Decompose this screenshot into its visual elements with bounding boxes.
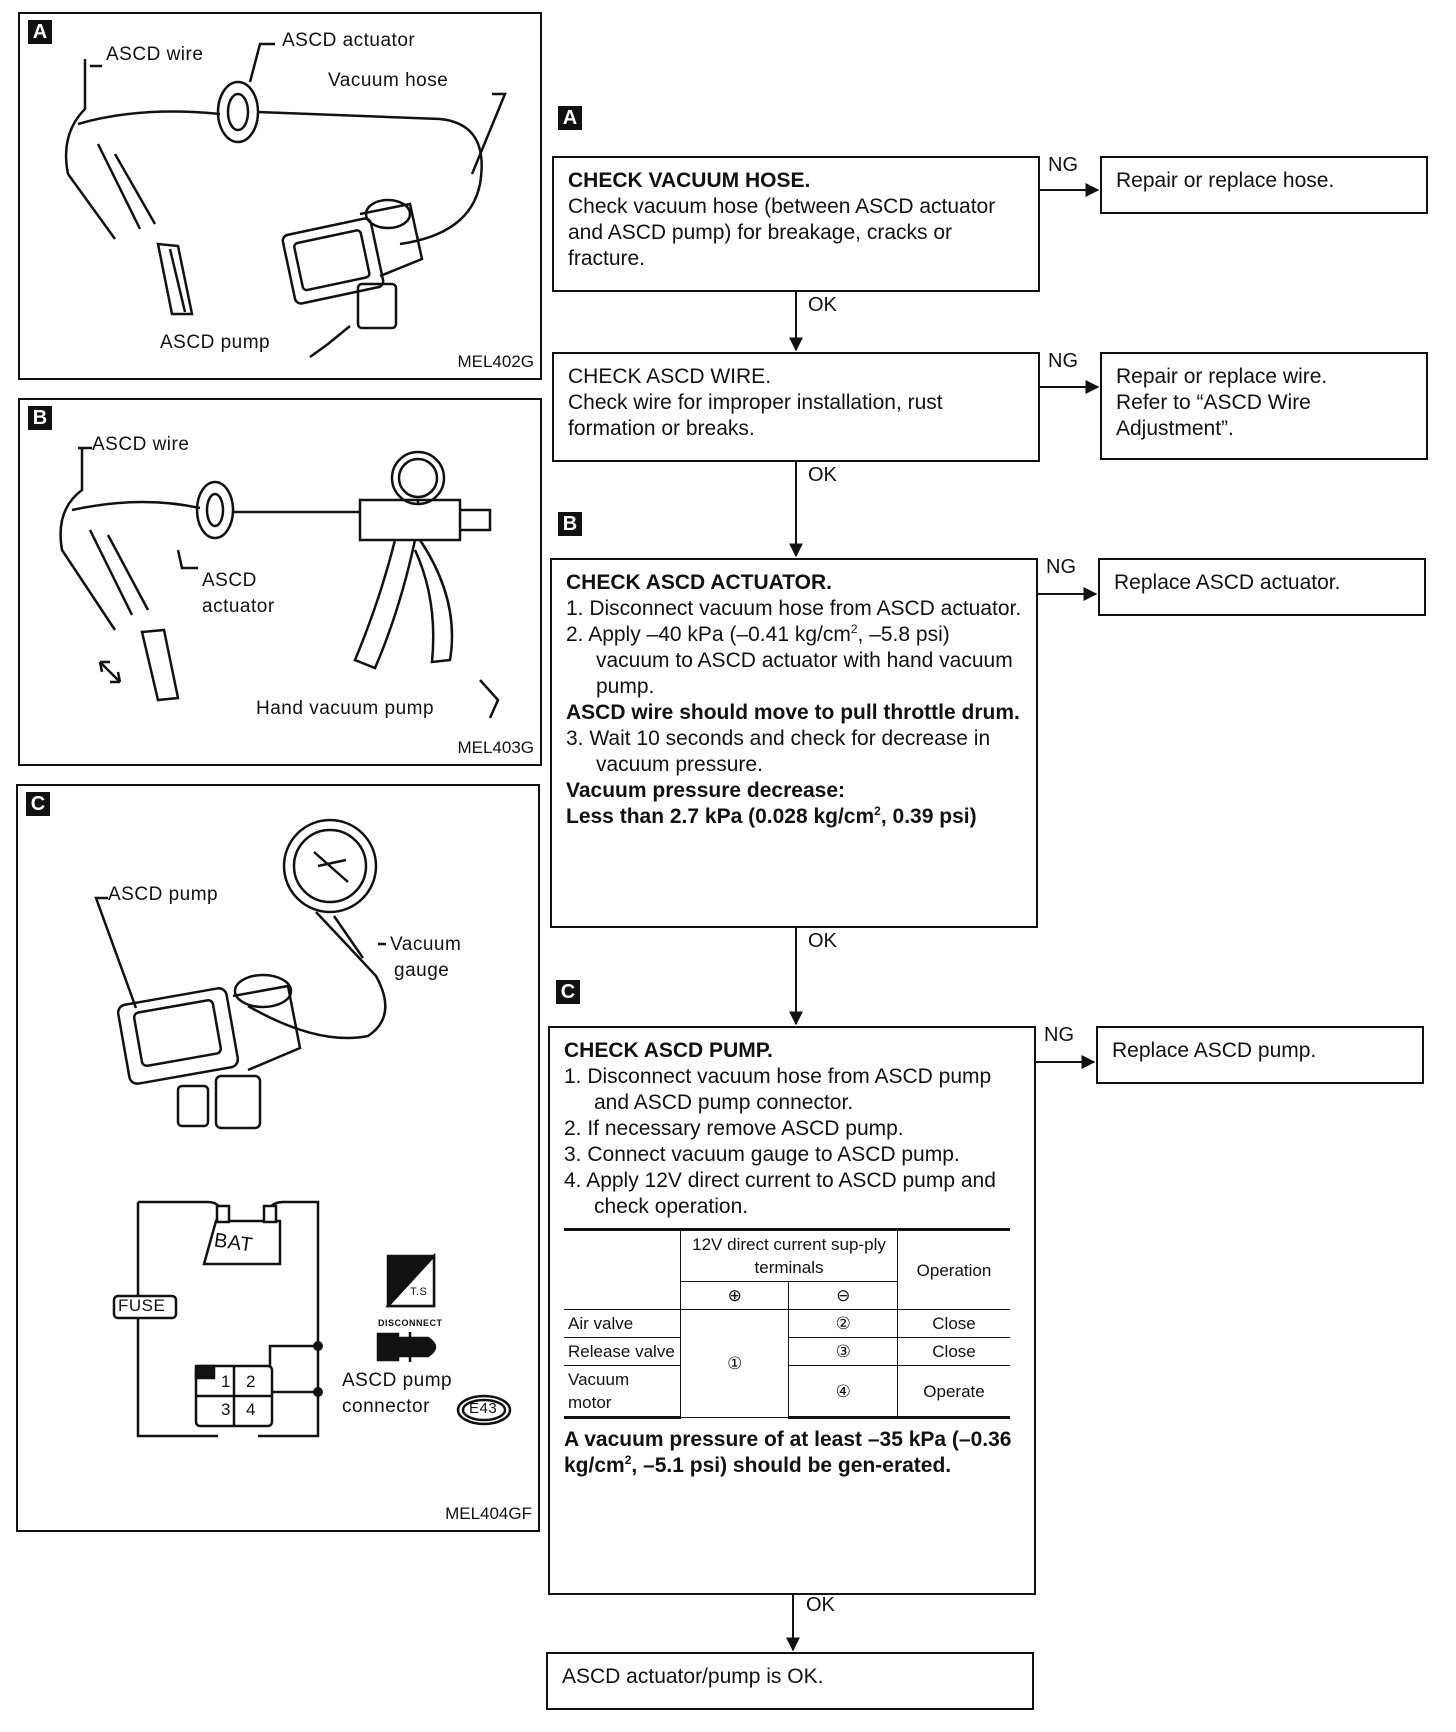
- step4-note-pressure: A vacuum pressure of at least –35 kPa (–…: [564, 1428, 1012, 1477]
- illustration-panel-c: C: [16, 784, 540, 1532]
- row-minus: ③: [788, 1337, 898, 1366]
- result-repair-wire-line1: Repair or replace wire.: [1116, 365, 1328, 388]
- label-ascd-pump: ASCD pump: [160, 332, 271, 353]
- figure-code-b: MEL403G: [457, 738, 534, 757]
- vacuum-hose-illustration: [64, 42, 507, 359]
- step3-item3: 3. Wait 10 seconds and check for decreas…: [566, 727, 991, 776]
- table-plus-header: ⊕: [679, 1281, 790, 1310]
- step4-title: CHECK ASCD PUMP.: [564, 1039, 773, 1062]
- step2-body: Check wire for improper installation, ru…: [568, 391, 943, 440]
- label-vacuum-gauge-1: Vacuum: [390, 934, 462, 955]
- hand-pump-illustration: [59, 446, 500, 719]
- step3-item2: 2. Apply –40 kPa (–0.41 kg/cm2, –5.8 psi…: [566, 622, 1013, 698]
- step3-note-pressure-value: Less than 2.7 kPa (0.028 kg/cm2, 0.39 ps…: [566, 804, 977, 828]
- row-op: Close: [897, 1337, 1010, 1366]
- flow-tag-a: A: [558, 106, 582, 130]
- row-name: Air valve: [564, 1309, 681, 1338]
- label-vacuum-hose: Vacuum hose: [328, 70, 449, 91]
- label-ascd-actuator-b1: ASCD: [202, 570, 257, 591]
- row-op: Close: [897, 1309, 1010, 1338]
- connector-id-badge: E43: [469, 1400, 498, 1417]
- final-result-text: ASCD actuator/pump is OK.: [562, 1665, 824, 1688]
- ng-label-4: NG: [1044, 1024, 1074, 1046]
- label-ascd-wire-b: ASCD wire: [92, 434, 190, 455]
- step-check-ascd-actuator: CHECK ASCD ACTUATOR. 1. Disconnect vacuu…: [550, 558, 1038, 928]
- flow-tag-b: B: [558, 512, 582, 536]
- panel-tag-b: B: [28, 406, 52, 430]
- step3-note-pressure-header: Vacuum pressure decrease:: [566, 779, 845, 802]
- pump-operation-table: 12V direct current sup-ply terminals Ope…: [564, 1228, 1010, 1419]
- illustration-panel-a: A ASCD wire ASCD actuator Vacuum hose AS…: [18, 12, 542, 380]
- ng-label-1: NG: [1048, 154, 1078, 176]
- ok-label-4: OK: [806, 1594, 835, 1616]
- pump-test-illustration: [94, 818, 512, 1438]
- step3-list: 1. Disconnect vacuum hose from ASCD actu…: [566, 596, 1022, 700]
- label-ascd-actuator-b2: actuator: [202, 596, 275, 617]
- panel-tag-c: C: [26, 792, 50, 816]
- step-check-vacuum-hose: CHECK VACUUM HOSE. Check vacuum hose (be…: [552, 156, 1040, 292]
- illustration-panel-b: B ASCD wire ASCD actuator Hand vacuum pu…: [18, 398, 542, 766]
- step-check-ascd-pump: CHECK ASCD PUMP. 1. Disconnect vacuum ho…: [548, 1026, 1036, 1595]
- row-plus-common: ①: [679, 1309, 790, 1418]
- table-row: Release valve ③ Close: [564, 1337, 1010, 1366]
- label-ascd-pump-c: ASCD pump: [108, 884, 219, 905]
- label-connector-2: connector: [342, 1396, 430, 1417]
- figure-code-a: MEL402G: [457, 352, 534, 371]
- pin-4: 4: [246, 1400, 256, 1419]
- table-operation-header: Operation: [897, 1228, 1010, 1310]
- row-name: Release valve: [564, 1337, 681, 1366]
- result-replace-pump-text: Replace ASCD pump.: [1112, 1039, 1317, 1062]
- ok-label-3: OK: [808, 930, 837, 952]
- step3-note-wire-move: ASCD wire should move to pull throttle d…: [566, 701, 1020, 724]
- pin-3: 3: [221, 1400, 231, 1419]
- step4-item4: 4. Apply 12V direct current to ASCD pump…: [564, 1169, 996, 1218]
- label-connector-1: ASCD pump: [342, 1370, 453, 1391]
- result-repair-hose: Repair or replace hose.: [1100, 156, 1428, 214]
- result-replace-pump: Replace ASCD pump.: [1096, 1026, 1424, 1084]
- row-name: Vacuum motor: [564, 1365, 681, 1419]
- table-supply-header: 12V direct current sup-ply terminals: [680, 1228, 898, 1282]
- step3-item1: 1. Disconnect vacuum hose from ASCD actu…: [566, 597, 1022, 620]
- ng-label-2: NG: [1048, 350, 1078, 372]
- ng-label-3: NG: [1046, 556, 1076, 578]
- ok-label-1: OK: [808, 294, 837, 316]
- step1-title: CHECK VACUUM HOSE.: [568, 169, 811, 192]
- row-minus: ④: [788, 1365, 898, 1419]
- step3-title: CHECK ASCD ACTUATOR.: [566, 571, 832, 594]
- result-replace-actuator: Replace ASCD actuator.: [1098, 558, 1426, 616]
- row-op: Operate: [897, 1365, 1010, 1419]
- table-row: Vacuum motor ④ Operate: [564, 1365, 1010, 1419]
- step4-item1: 1. Disconnect vacuum hose from ASCD pump…: [564, 1065, 992, 1114]
- table-minus-header: ⊖: [788, 1281, 898, 1310]
- label-hand-vacuum-pump: Hand vacuum pump: [256, 698, 435, 719]
- pin-1: 1: [221, 1372, 231, 1391]
- step1-body: Check vacuum hose (between ASCD actuator…: [568, 195, 996, 270]
- fuse-label: FUSE: [118, 1296, 166, 1315]
- pin-2: 2: [246, 1372, 256, 1391]
- row-minus: ②: [788, 1309, 898, 1338]
- ok-label-2: OK: [808, 464, 837, 486]
- step4-item2: 2. If necessary remove ASCD pump.: [564, 1117, 904, 1140]
- step-check-ascd-wire: CHECK ASCD WIRE. Check wire for improper…: [552, 352, 1040, 462]
- step2-title: CHECK ASCD WIRE.: [568, 365, 772, 388]
- table-corner: [564, 1228, 681, 1310]
- result-repair-hose-text: Repair or replace hose.: [1116, 169, 1335, 192]
- label-ascd-wire: ASCD wire: [106, 44, 204, 65]
- step4-list: 1. Disconnect vacuum hose from ASCD pump…: [564, 1064, 1020, 1220]
- result-replace-actuator-text: Replace ASCD actuator.: [1114, 571, 1341, 594]
- result-repair-wire-line2: Refer to “ASCD Wire Adjustment”.: [1116, 391, 1311, 440]
- result-repair-wire: Repair or replace wire. Refer to “ASCD W…: [1100, 352, 1428, 460]
- final-result: ASCD actuator/pump is OK.: [546, 1652, 1034, 1710]
- table-row: Air valve ① ② Close: [564, 1309, 1010, 1418]
- step3-list-cont: 3. Wait 10 seconds and check for decreas…: [566, 726, 1022, 778]
- label-ascd-actuator: ASCD actuator: [282, 30, 416, 51]
- flow-tag-c: C: [556, 980, 580, 1004]
- disconnect-label: DISCONNECT: [378, 1318, 443, 1328]
- ts-label: T.S: [410, 1286, 428, 1298]
- label-vacuum-gauge-2: gauge: [394, 960, 450, 981]
- figure-code-c: MEL404GF: [445, 1504, 532, 1523]
- panel-tag-a: A: [28, 20, 52, 44]
- step4-item3: 3. Connect vacuum gauge to ASCD pump.: [564, 1143, 960, 1166]
